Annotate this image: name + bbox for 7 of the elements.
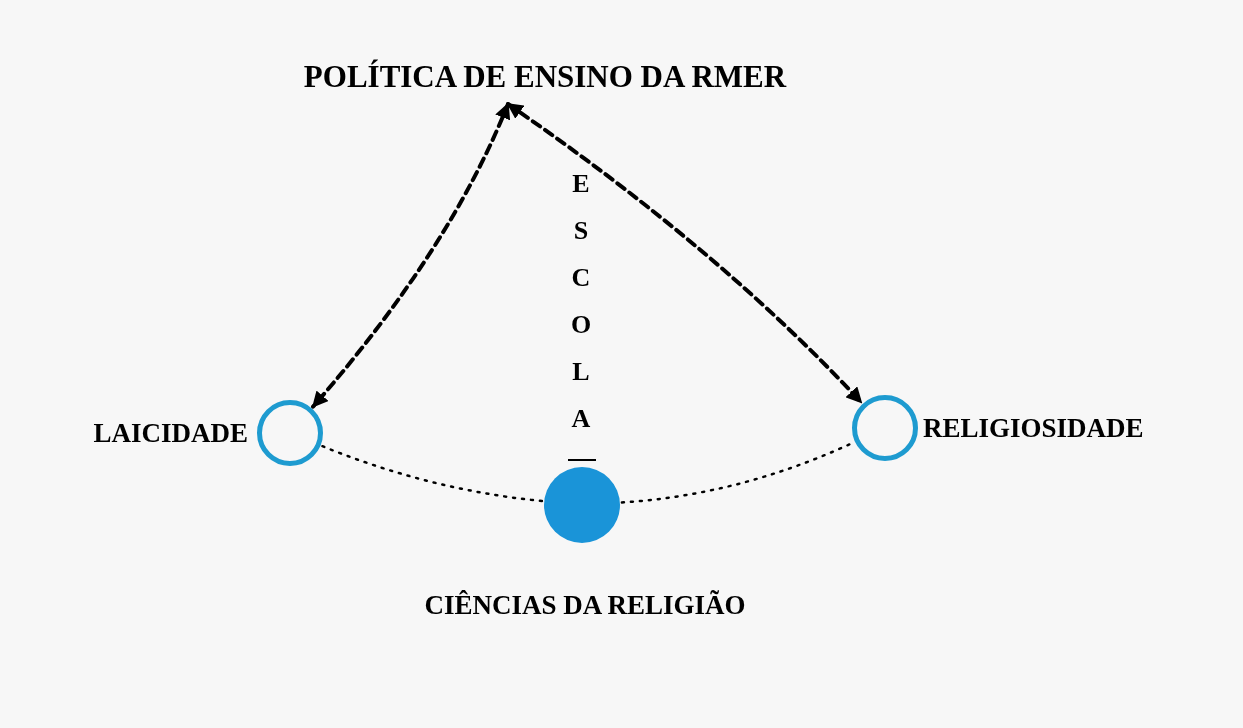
heading-text: POLÍTICA DE ENSINO DA RMER (230, 50, 860, 104)
circle-label: LAICIDADE (92, 417, 248, 450)
arrow (311, 102, 510, 409)
circle-label: CIÊNCIAS DA RELIGIÃO (423, 589, 747, 622)
circle-label: RELIGIOSIDADE (923, 412, 1145, 445)
arrow (506, 102, 864, 405)
vertical-label: ESCOLA (569, 168, 593, 435)
